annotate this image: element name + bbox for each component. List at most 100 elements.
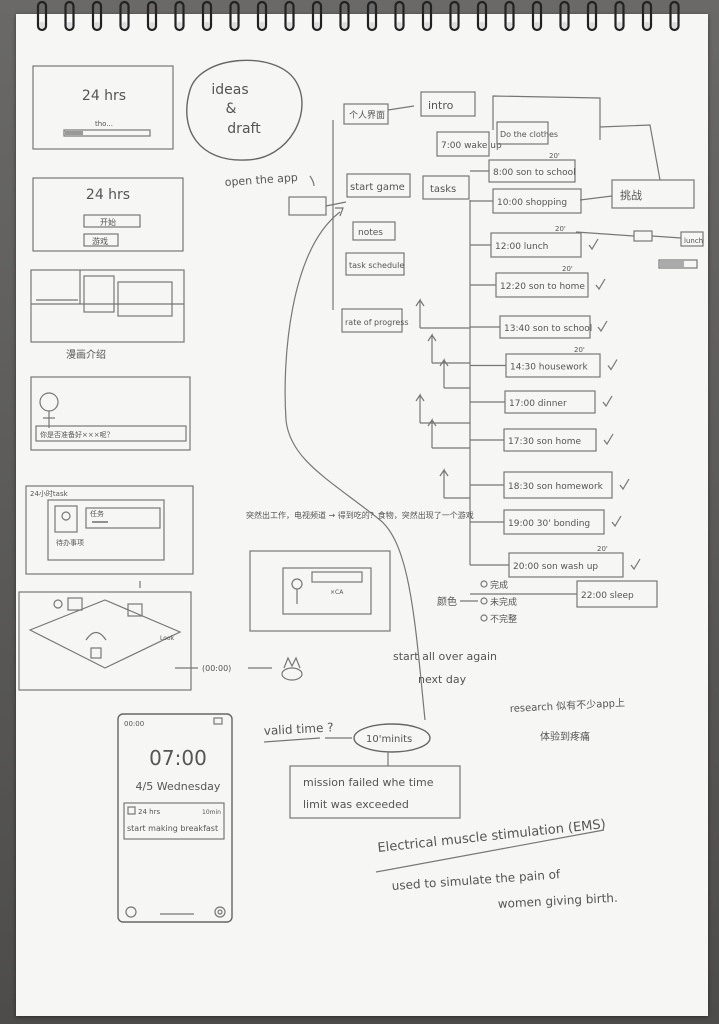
restart-loop-line [284,211,426,721]
task-card-sub: 待办事项 [56,538,84,547]
intro-box [420,91,476,117]
notification-title: 24 hrs [138,808,160,816]
schedule-item-label: 17:00 dinner [509,399,567,409]
flow-loop-top [492,95,601,140]
schedule-item-label: 13:40 son to school [504,324,592,334]
start-game-box [346,173,411,198]
ems-line-3: women giving birth. [497,891,618,911]
clothes-label: Do the clothes [500,130,558,139]
legend-label: 颜色 [437,595,457,608]
check-icon [588,238,599,251]
schedule-item: 12:20 son to home [495,272,589,298]
schedule-item: 19:00 30' bonding [503,509,605,535]
note-chinese-line: 突然出工作，电视频道 → 得到吃的？食物，突然出现了一个游戏 [246,510,474,520]
phone-mockup: 00:00 07:00 4/5 Wednesday 24 hrs 10min s… [117,713,233,923]
schedule-item-label: 10:00 shopping [497,198,567,208]
task-caption: 24小时task [30,489,69,498]
lunch-tag-box [680,231,704,247]
time-offset-label: 20' [562,265,573,273]
cake-doodle [281,656,303,681]
check-icon [630,558,641,571]
splash-title: 24 hrs [82,88,126,104]
schedule-item: 10:00 shopping [492,188,582,214]
open-app-box [288,196,327,216]
research-note: research 似有不少app上 [509,696,625,715]
schedule-item: 12:00 lunch [490,232,582,258]
wakeup-label: 7:00 wake up [441,141,502,151]
mission-failed-box [289,765,461,819]
notification-time: 10min [202,809,221,816]
schedule-list: 8:00 son to school 20' 10:00 shopping 12:00… [470,152,658,608]
spiral-ring [394,0,405,32]
spiral-ring [201,0,213,32]
legend-option-undone: 未完成 [490,596,517,608]
spiral-ring [256,0,268,32]
ideas-bubble: ideas & draft [186,59,303,161]
time-offset-label: 20' [574,346,585,354]
task-schedule-label: task schedule [349,261,404,270]
schedule-item: 13:40 son to school [499,315,592,339]
spiral-binding [36,0,680,32]
lunch-progress-fill [660,261,684,267]
spiral-ring [36,0,48,32]
schedule-item-label: 12:00 lunch [495,242,548,252]
thumbnail-scene: ×CA [249,550,391,632]
spiral-ring [311,0,323,32]
spiral-ring [339,0,350,32]
start-game-label: start game [350,182,405,193]
thumbnail-question: 你是否准备好×××呢？ [30,376,191,451]
restart-line-1: start all over again [393,650,497,663]
rate-progress-box [341,308,403,333]
schedule-item: 14:30 housework [505,353,601,378]
spiral-ring [174,0,185,32]
challenge-box [611,179,695,209]
thumbnail-menu: 24 hrs 开始 游戏 [32,177,184,252]
phone-clock: 07:00 [149,746,207,770]
spiral-ring [476,0,488,32]
mission-line-1: mission failed whe time [303,776,434,789]
rate-progress-label: rate of progress [345,318,409,327]
comic-caption: 漫画介绍 [66,348,106,361]
minutes-bubble [353,723,431,753]
schedule-item-label: 12:20 son to home [500,282,585,292]
check-icon [607,359,618,371]
ideas-title-1: ideas [211,82,248,98]
personal-box-label: 个人界面 [349,110,385,121]
check-icon [611,515,622,528]
schedule-item: 20:00 son wash up [508,552,624,578]
spiral-ring [504,0,515,32]
check-icon [603,433,614,446]
spiral-ring [669,0,680,32]
legend-option-incomplete: 不完整 [490,613,517,625]
timer-label: (00:00) [202,664,231,673]
splash-loading-text: tho... [95,120,113,128]
schedule-item-label: 19:00 30' bonding [508,519,590,529]
spiral-ring [531,0,543,32]
notification-task: start making breakfast [127,824,218,833]
schedule-item-label: 20:00 son wash up [513,562,598,572]
spiral-ring [284,0,295,32]
schedule-item-label: 8:00 son to school [493,168,576,178]
schedule-item-label: 18:30 son homework [508,482,604,492]
schedule-item: 18:30 son homework [503,471,613,499]
task-schedule-box [345,252,405,276]
thumbnail-splash: 24 hrs tho... [32,65,174,150]
spiral-ring [64,0,75,32]
schedule-item-label: 14:30 housework [510,363,589,373]
thumbnail-comic: 漫画介绍 [30,269,185,361]
return-arrows [415,298,470,499]
wakeup-box [436,131,490,157]
mission-line-2: limit was exceeded [303,798,409,811]
time-offset-label: 20' [597,545,608,553]
intro-box-label: intro [428,99,454,112]
thumbnail-task: 24小时task 任务 待办事项 [25,485,194,575]
spiral-ring [559,0,570,32]
schedule-item: 8:00 son to school [488,159,576,183]
open-app-label: open the app [224,171,298,189]
challenge-label: 挑战 [620,188,642,202]
time-offset-label: 20' [549,152,560,160]
flashlight-icon [125,906,137,918]
menu-title: 24 hrs [86,187,130,203]
